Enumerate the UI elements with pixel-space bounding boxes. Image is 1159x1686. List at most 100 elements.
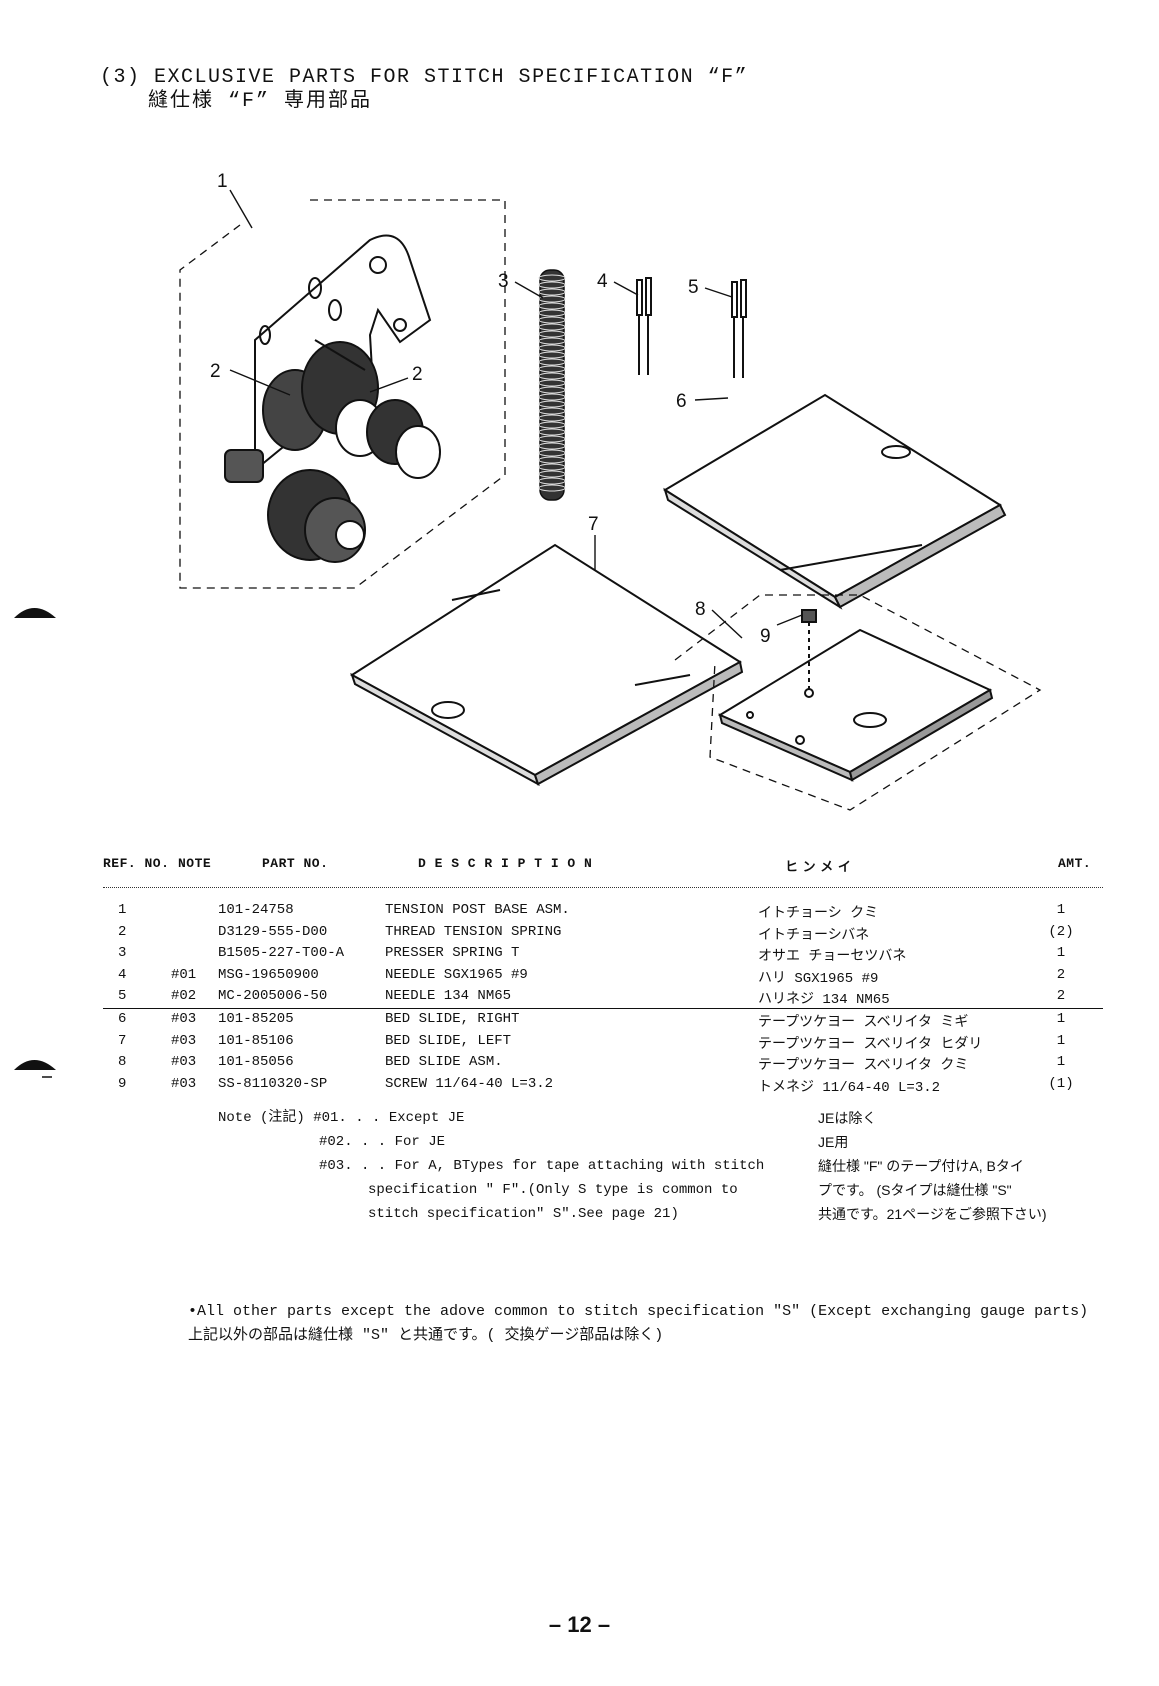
description: SCREW 11/64-40 L=3.2 [385,1075,554,1092]
hinmei: イトチョーシバネ [758,927,870,944]
tension-post-base-asm [224,234,441,563]
hinmei: イトチョーシ クミ [758,906,879,922]
spring-coil [538,302,566,310]
spring-coil [538,477,566,485]
table-row: 1 101-24758 TENSION POST BASE ASM. イトチョー… [103,900,1103,922]
hinmei: ハリ SGX1965 #9 [758,970,879,987]
spring-coil [538,400,566,408]
ref-no: 9 [118,1075,127,1092]
ref-no: 4 [118,966,127,983]
bed-slide-left [350,543,744,787]
spring-coil [538,316,566,324]
spring-coil [538,323,566,331]
table-row: 6 #03 101-85205 BED SLIDE, RIGHT テープツケヨー… [103,1009,1103,1031]
table-row: 9 #03 SS-8110320-SP SCREW 11/64-40 L=3.2… [103,1074,1103,1096]
callout-5: 5 [688,277,699,298]
note-03-line3: stitch specification" S".See page 21) [368,1206,679,1222]
spring-coil [538,414,566,422]
callout-9: 9 [760,626,771,647]
callout-7: 7 [588,514,599,535]
ref-no: 8 [118,1054,127,1071]
section-title: (3) EXCLUSIVE PARTS FOR STITCH SPECIFICA… [100,66,748,114]
spring-coil [538,435,566,443]
part-no: 101-85205 [218,1010,294,1027]
description: BED SLIDE, RIGHT [385,1010,520,1027]
note: #03 [171,1010,197,1027]
page-number: – 12 – [548,1612,611,1637]
group-boundary-8 [674,594,1042,811]
needles [636,277,747,378]
hinmei: ハリネジ 134 NM65 [758,992,890,1009]
part-no: MC-2005006-50 [218,988,328,1005]
amount: 1 [1056,1054,1066,1071]
description: NEEDLE 134 NM65 [385,988,512,1005]
amount: 1 [1056,902,1066,918]
header-note: NOTE [178,856,212,871]
screw [801,609,817,698]
part-no: 101-85056 [218,1054,294,1071]
hinmei: オサエ チョーセツバネ [758,949,907,966]
ref-no: 6 [118,1010,127,1027]
spring-coil [538,274,566,282]
notes-en: Note (注記) #01. . . Except JE #02. . . Fo… [218,1106,764,1226]
bed-slide-asm [717,628,994,782]
note: #01 [171,966,197,983]
spring-coil [538,470,566,478]
callout-numbers: 1 2 2 3 4 5 6 7 8 9 [210,171,771,647]
spring-coil [538,421,566,429]
spring-coil [538,463,566,471]
note-jp-02: JE用 [818,1134,849,1150]
part-no: D3129-555-D00 [218,923,328,940]
parts-table: 1 101-24758 TENSION POST BASE ASM. イトチョー… [103,900,1103,1096]
part-no: SS-8110320-SP [218,1075,328,1092]
note: #03 [171,1075,197,1092]
ref-no: 2 [118,923,127,940]
amount: (2) [1048,923,1074,940]
spring-coil [538,365,566,373]
spring-coil [538,372,566,380]
part-no: B1505-227-T00-A [218,945,345,962]
callout-2a: 2 [210,361,221,382]
part-no: 101-24758 [218,902,294,918]
note-02: #02. . . For JE [319,1134,446,1150]
ref-no: 5 [118,988,127,1005]
callout-6: 6 [676,391,687,412]
part-no: MSG-19650900 [218,966,319,983]
part-no: 101-85106 [218,1032,294,1049]
note: #02 [171,988,197,1005]
binding-mark-icon [14,608,56,618]
header-part-no: PART NO. [262,856,329,871]
footer-note-jp: 上記以外の部品は縫仕様 "S" と共通です。( 交換ゲージ部品は除く) [188,1327,664,1344]
callout-1: 1 [217,171,228,192]
spring-coil [538,393,566,401]
description: THREAD TENSION SPRING [385,923,562,940]
spring-coil [538,386,566,394]
amount: 2 [1056,966,1066,983]
header-amt: AMT. [1058,856,1092,871]
notes-jp: JEは除く JE用 縫仕様 "F" のテープ付けA, Bタイ プです。 (Sタイ… [818,1106,1047,1226]
header-description: D E S C R I P T I O N [418,856,593,871]
callout-2b: 2 [412,364,423,385]
table-row: 7 #03 101-85106 BED SLIDE, LEFT テープツケヨー … [103,1031,1103,1053]
hinmei: テープツケヨー スベリイタ ミギ [758,1014,969,1031]
bed-slide-right [663,393,1007,610]
ref-no: 7 [118,1032,127,1049]
footer-note-en: •All other parts except the adove common… [188,1303,1089,1320]
amount: 1 [1056,1032,1066,1049]
description: TENSION POST BASE ASM. [385,902,570,918]
spring-coil [538,358,566,366]
section-title-en: (3) EXCLUSIVE PARTS FOR STITCH SPECIFICA… [100,66,749,89]
note-03-line1: #03. . . For A, BTypes for tape attachin… [319,1158,765,1174]
table-row: 3 B1505-227-T00-A PRESSER SPRING T オサエ チ… [103,943,1103,965]
parts-diagram: 1 2 2 3 4 5 6 7 8 9 [179,171,1042,811]
spring-coil [538,351,566,359]
group-boundary-1 [179,199,506,589]
hinmei: テープツケヨー スベリイタ クミ [758,1058,969,1075]
spring-coil [538,337,566,345]
presser-spring [538,269,566,501]
spring-coil [538,428,566,436]
note: #03 [171,1054,197,1071]
table-row: 4 #01 MSG-19650900 NEEDLE SGX1965 #9 ハリ … [103,965,1103,987]
leader-lines [229,189,803,639]
note-03-line2: specification " F".(Only S type is commo… [368,1182,738,1198]
